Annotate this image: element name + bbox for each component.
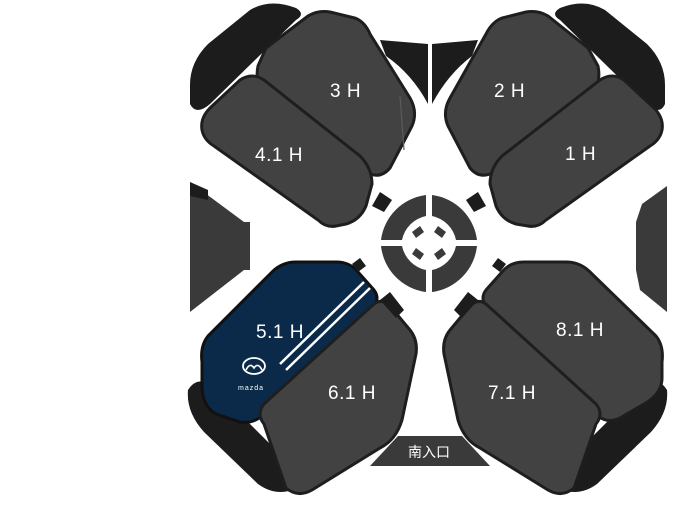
corner-top-right xyxy=(555,3,665,111)
hall-8-1h[interactable]: 8.1 H xyxy=(481,260,664,423)
corridor-e-top xyxy=(492,258,506,272)
hall-label: 2 H xyxy=(494,81,525,102)
mazda-logo: mazda xyxy=(238,357,266,392)
south-entrance-label: 南入口 xyxy=(408,445,450,461)
hall-label: 1 H xyxy=(565,144,596,165)
corridor-sw xyxy=(380,292,404,318)
hall-7-1h[interactable]: 7.1 H xyxy=(442,299,602,495)
svg-text:mazda: mazda xyxy=(238,385,264,392)
hall-label: 7.1 H xyxy=(488,383,536,404)
right-wing xyxy=(636,186,667,312)
hall-4-1h[interactable]: 4.1 H xyxy=(200,74,374,228)
top-connector-left xyxy=(380,40,428,104)
corridor-ne xyxy=(466,192,486,212)
corridor-w-top xyxy=(352,258,366,272)
hall-label: 3 H xyxy=(330,81,361,102)
hall-label: 6.1 H xyxy=(328,383,376,404)
central-hub xyxy=(381,195,477,292)
south-entrance[interactable]: 南入口 xyxy=(370,436,490,466)
top-connector-right xyxy=(432,40,478,104)
hall-1h[interactable]: 1 H xyxy=(488,74,664,228)
corridor-nw xyxy=(372,192,392,212)
hall-label: 4.1 H xyxy=(255,145,303,166)
corner-top-left xyxy=(190,3,301,111)
left-wing xyxy=(190,182,250,312)
hall-6-1h[interactable]: 6.1 H xyxy=(258,299,418,495)
corridor-se xyxy=(454,292,478,318)
hall-label: 8.1 H xyxy=(556,320,604,341)
hall-5-1h[interactable]: 5.1 H mazda xyxy=(200,260,379,424)
left-wing-top xyxy=(190,182,208,200)
hall-label: 5.1 H xyxy=(256,322,304,343)
